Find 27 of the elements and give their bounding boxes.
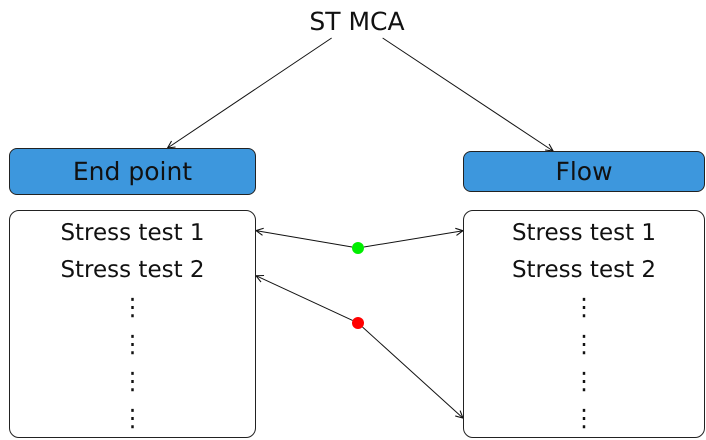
dot-marker [352,317,364,329]
arrow [167,38,332,149]
arrow [255,228,353,248]
list-box [9,210,256,438]
arrow [362,326,464,419]
dot-marker [352,242,364,254]
header-box [463,151,705,192]
label-text: End point [72,156,192,188]
ellipsis-text: ⋮ [572,403,596,434]
arrow [382,38,554,152]
item-text: Stress test 2 [60,256,205,285]
label-text: Flow [555,156,613,188]
ellipsis-text: ⋮ [572,366,596,397]
item-text: Stress test 1 [60,219,205,248]
item-text: Stress test 1 [512,219,656,248]
ellipsis-text: ⋮ [120,329,144,360]
ellipsis-text: ⋮ [120,292,144,323]
ellipsis-text: ⋮ [572,292,596,323]
ellipsis-text: ⋮ [120,403,144,434]
item-text: Stress test 2 [512,256,656,285]
header-box [9,148,256,195]
arrow [363,228,464,248]
ellipsis-text: ⋮ [572,329,596,360]
ellipsis-text: ⋮ [120,366,144,397]
arrow [255,274,354,321]
list-box [463,210,705,438]
label-text: ST MCA [309,6,405,38]
